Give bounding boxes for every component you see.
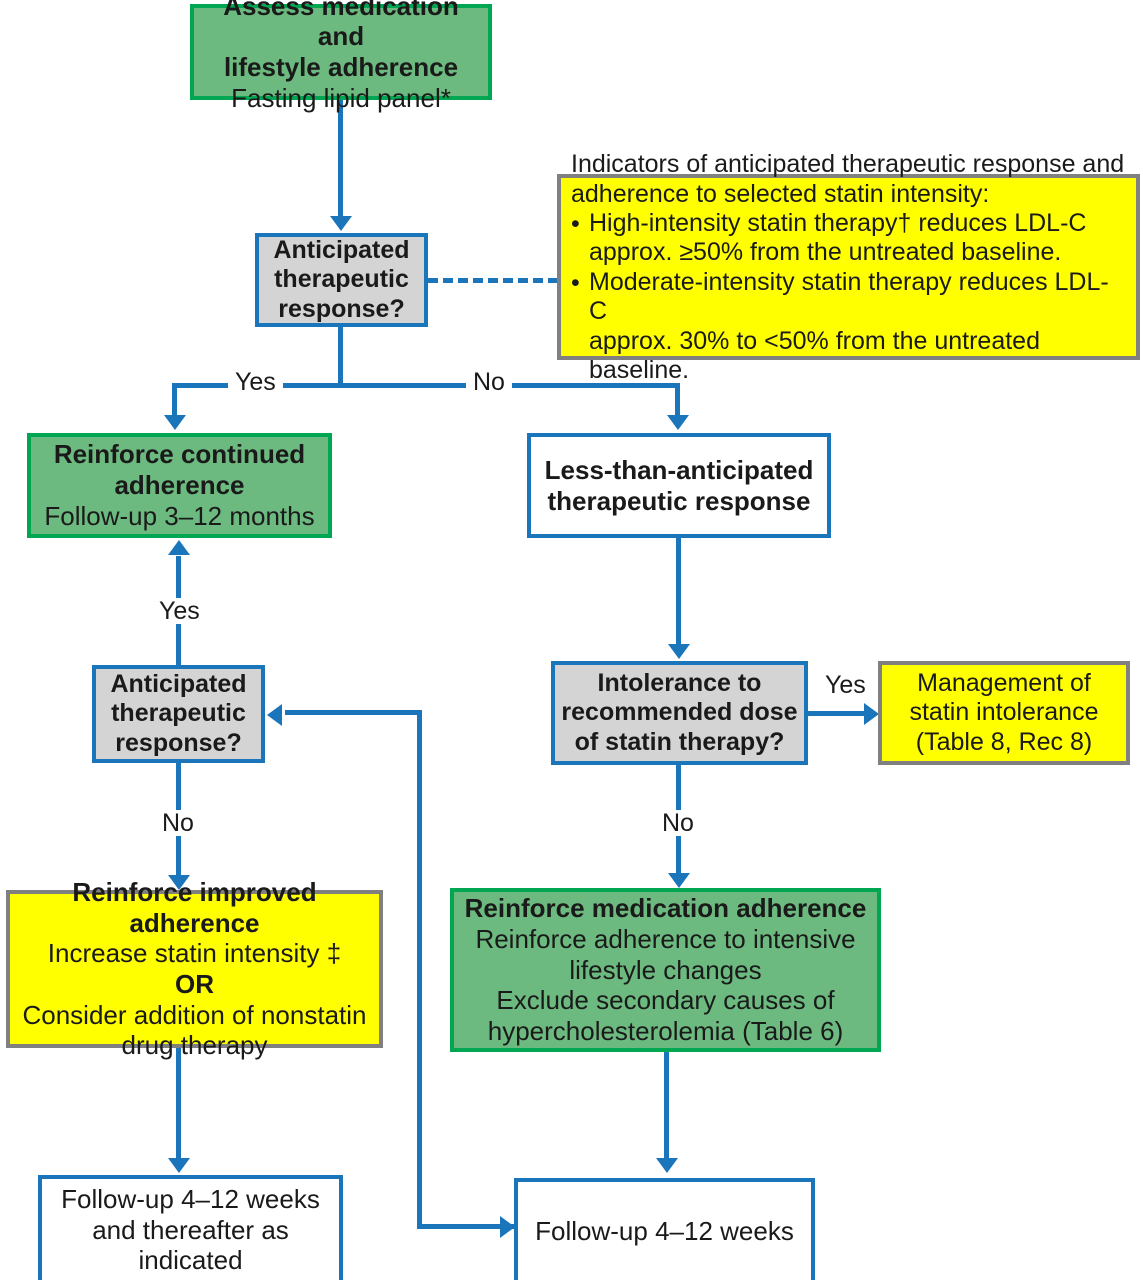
node-reinforce-improved-adherence[interactable]: Reinforce improved adherence Increase st… bbox=[6, 877, 383, 1060]
edge-intolerance-yes bbox=[808, 711, 868, 716]
improved-line-5: drug therapy bbox=[121, 1030, 268, 1061]
edge-lessthan-to-intolerance bbox=[676, 538, 681, 646]
followup-left-line-1: Follow-up 4–12 weeks bbox=[61, 1183, 320, 1214]
indicators-bullet-2-line-2: approx. 30% to <50% from the untreated b… bbox=[589, 326, 1040, 385]
followup-left-line-3: indicated bbox=[138, 1245, 243, 1276]
medication-line-1: Reinforce medication adherence bbox=[464, 893, 867, 924]
edge-label-decision2-yes: Yes bbox=[152, 598, 207, 624]
management-line-3: (Table 8, Rec 8) bbox=[915, 727, 1093, 756]
node-reinforce-medication-adherence[interactable]: Reinforce medication adherence Reinforce… bbox=[450, 888, 881, 1052]
indicators-bullet-1-line-1: High-intensity statin therapy† reduces L… bbox=[589, 208, 1087, 237]
followup-left-line-2: and thereafter as bbox=[92, 1214, 289, 1245]
arrowhead-feedback-into-followup-right bbox=[500, 1216, 515, 1238]
reinforce-continued-line-1: Reinforce continued bbox=[53, 439, 306, 470]
decision2-line-1: Anticipated bbox=[110, 669, 247, 698]
medication-line-3: lifestyle changes bbox=[569, 954, 762, 985]
node-assess-adherence[interactable]: Assess medication and lifestyle adherenc… bbox=[190, 0, 492, 113]
edge-label-decision2-no: No bbox=[155, 810, 201, 836]
edge-label-decision1-no: No bbox=[466, 369, 512, 395]
indicators-bullet-1: • High-intensity statin therapy† reduces… bbox=[571, 209, 1126, 268]
edge-label-decision1-yes: Yes bbox=[228, 369, 283, 395]
edge-no-branch-drop bbox=[675, 383, 680, 417]
arrowhead-intolerance-no bbox=[668, 873, 690, 888]
indicators-bullet-1-line-2: approx. ≥50% from the untreated baseline… bbox=[589, 238, 1062, 266]
followup-right-line-1: Follow-up 4–12 weeks bbox=[535, 1216, 794, 1247]
arrowhead-decision2-yes-up bbox=[168, 540, 190, 555]
management-line-1: Management of bbox=[917, 668, 1091, 697]
node-followup-4-12-weeks-thereafter[interactable]: Follow-up 4–12 weeks and thereafter as i… bbox=[38, 1175, 343, 1280]
arrowhead-intolerance-yes bbox=[864, 703, 879, 725]
arrowhead-feedback-into-decision2 bbox=[267, 704, 282, 726]
node-decision-anticipated-response-2[interactable]: Anticipated therapeutic response? bbox=[92, 665, 265, 763]
improved-line-2: Increase statin intensity ‡ bbox=[47, 938, 342, 969]
bullet-glyph-icon: • bbox=[571, 209, 580, 238]
bullet-glyph-icon-2: • bbox=[571, 268, 580, 297]
edge-medication-to-followup-right bbox=[664, 1052, 669, 1160]
edge-assess-to-decision1 bbox=[338, 100, 343, 218]
edge-label-intolerance-no: No bbox=[655, 810, 701, 836]
edge-decision1-to-indicators bbox=[428, 278, 558, 283]
edge-feedback-top bbox=[285, 710, 422, 715]
medication-line-4: Exclude secondary causes of bbox=[496, 985, 835, 1016]
edge-feedback-bottom bbox=[417, 1224, 517, 1229]
arrowhead-improved-to-followup-left bbox=[168, 1158, 190, 1173]
indicators-bullet-2-line-1: Moderate-intensity statin therapy reduce… bbox=[589, 267, 1109, 326]
medication-line-5: hypercholesterolemia (Table 6) bbox=[487, 1016, 844, 1046]
edge-feedback-vertical bbox=[417, 710, 422, 1227]
assess-line-1: Assess medication and bbox=[223, 0, 459, 52]
arrowhead-decision2-no bbox=[168, 875, 190, 890]
reinforce-continued-line-2: adherence bbox=[114, 470, 245, 501]
arrowhead-no-branch bbox=[667, 415, 689, 430]
decision2-line-3: response? bbox=[115, 728, 242, 757]
arrowhead-assess-to-decision1 bbox=[330, 216, 352, 231]
intolerance-line-3: of statin therapy? bbox=[574, 727, 785, 756]
decision1-line-3: response? bbox=[278, 294, 405, 323]
improved-line-4: Consider addition of nonstatin bbox=[22, 999, 367, 1030]
intolerance-line-2: recommended dose bbox=[561, 698, 798, 727]
improved-line-3: OR bbox=[175, 969, 214, 999]
node-management-of-statin-intolerance[interactable]: Management of statin intolerance (Table … bbox=[878, 661, 1130, 765]
assess-line-3: Fasting lipid panel* bbox=[231, 82, 451, 113]
medication-line-2: Reinforce adherence to intensive bbox=[475, 923, 856, 954]
decision1-line-1: Anticipated bbox=[273, 235, 410, 264]
indicators-heading-1: Indicators of anticipated therapeutic re… bbox=[571, 149, 1125, 178]
indicators-bullet-2: • Moderate-intensity statin therapy redu… bbox=[571, 268, 1126, 386]
arrowhead-lessthan-to-intolerance bbox=[668, 644, 690, 659]
node-followup-4-12-weeks[interactable]: Follow-up 4–12 weeks bbox=[514, 1178, 815, 1280]
node-decision-statin-intolerance[interactable]: Intolerance to recommended dose of stati… bbox=[551, 661, 808, 765]
lessthan-line-2: therapeutic response bbox=[547, 485, 811, 516]
arrowhead-medication-to-followup-right bbox=[656, 1158, 678, 1173]
edge-label-intolerance-yes: Yes bbox=[818, 672, 873, 698]
intolerance-line-1: Intolerance to bbox=[597, 668, 762, 697]
indicators-body: Indicators of anticipated therapeutic re… bbox=[571, 149, 1126, 386]
node-indicators-info: Indicators of anticipated therapeutic re… bbox=[557, 150, 1140, 384]
indicators-heading-2: adherence to selected statin intensity: bbox=[571, 179, 990, 208]
decision2-line-2: therapeutic bbox=[111, 699, 246, 728]
improved-line-1: Reinforce improved adherence bbox=[72, 876, 317, 938]
management-line-2: statin intolerance bbox=[909, 698, 1099, 727]
edge-yes-branch-drop bbox=[172, 383, 177, 417]
assess-line-2: lifestyle adherence bbox=[223, 52, 459, 82]
arrowhead-yes-branch bbox=[164, 415, 186, 430]
edge-decision1-stem bbox=[338, 327, 343, 385]
node-decision-anticipated-response-1[interactable]: Anticipated therapeutic response? bbox=[255, 233, 428, 327]
node-reinforce-continued-adherence[interactable]: Reinforce continued adherence Follow-up … bbox=[27, 433, 332, 538]
lessthan-line-1: Less-than-anticipated bbox=[544, 454, 814, 485]
edge-improved-to-followup-left bbox=[176, 1048, 181, 1160]
reinforce-continued-line-3: Follow-up 3–12 months bbox=[44, 500, 315, 531]
edge-decision1-split-bar bbox=[172, 383, 680, 388]
decision1-line-2: therapeutic bbox=[274, 265, 409, 294]
node-less-than-anticipated-response[interactable]: Less-than-anticipated therapeutic respon… bbox=[527, 433, 831, 538]
